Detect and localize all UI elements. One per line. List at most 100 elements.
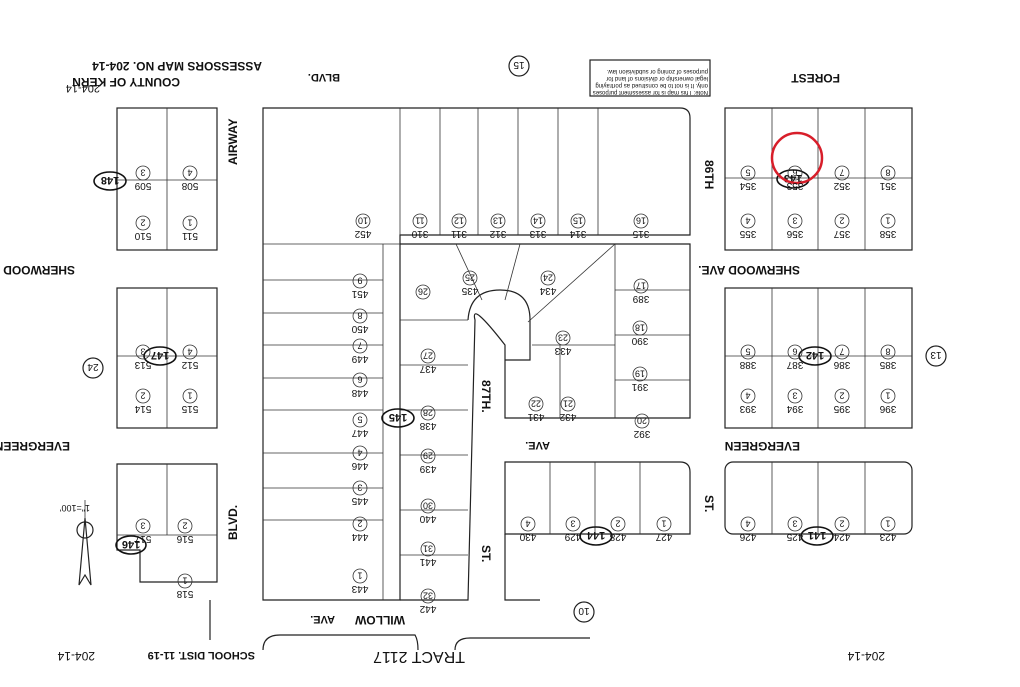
lot-number-circle [352,273,368,289]
lot-number-circle [412,213,428,229]
lot-number: 8 [885,168,890,178]
parcel-number: 355 [739,228,756,239]
block-146 [116,463,218,583]
lot-number-circle [540,270,556,286]
lot-number-circle [633,213,649,229]
map-number-bottom-right: 204-14 [847,649,885,663]
lot-number: 8 [885,347,890,357]
parcel-number: 425 [786,531,803,542]
parcel-number: 509 [134,180,151,191]
street-st-87: ST. [479,545,493,562]
block-145-west-lot-lines [263,279,383,521]
lot-number: 14 [533,216,543,226]
parcel-number: 423 [879,531,896,542]
lot-number: 3 [140,347,145,357]
map-header: ASSESSORS MAP NO. 204-14 COUNTY OF KERN [72,59,262,89]
page-ref-13-label: 13 [930,349,942,360]
lot-b145_east-26: 26 [415,284,431,300]
lot-markers: 3509450825101511351345122514151535172516… [134,165,896,614]
lot-number: 2 [839,391,844,401]
lot-number: 16 [636,216,646,226]
parcel-number: 427 [655,531,672,542]
lot-number: 4 [187,168,192,178]
lot-number: 13 [493,216,503,226]
parcel-number: 510 [134,230,151,241]
parcel-number: 426 [739,531,756,542]
scale-label: 1"=100' [60,503,90,513]
lot-number: 11 [415,216,424,226]
parcel-number: 310 [411,228,428,239]
lot-number-circle [490,213,506,229]
lot-number-circle [632,320,648,336]
lot-number-circle [352,516,368,532]
block-142 [504,461,691,535]
lot-number-circle [656,516,672,532]
parcel-number: 449 [351,353,368,364]
lot-number-circle [787,165,803,181]
street-evergreen-west: EVERGREEN AVE. [0,439,70,453]
lot-number-circle [135,215,151,231]
highlight-circle [770,131,824,185]
lot-number: 21 [563,399,573,409]
lot-number-circle [462,270,478,286]
page-ref-13 [925,345,947,367]
parcel-number: 431 [527,411,544,422]
parcel-number: 424 [833,531,850,542]
parcel-number: 441 [419,556,436,567]
parcel-number: 429 [564,531,581,542]
page-ref-24 [82,357,104,379]
lot-number: 1 [885,391,890,401]
street-87th: 87TH. [479,380,493,413]
parcel-number: 354 [739,180,756,191]
note-box: Note: This map is for assessment purpose… [589,59,711,97]
lot-number-circle [834,165,850,181]
parcel-number: 357 [833,228,850,239]
parcel-number: 428 [609,531,626,542]
street-st-86: ST. [702,495,716,512]
parcel-number: 444 [351,531,368,542]
parcel-number: 315 [632,228,649,239]
parcel-number: 513 [134,359,151,370]
lot-number: 23 [558,333,568,343]
school-district-label: SCHOOL DIST. 11-19 [148,649,255,661]
lot-number: 2 [140,391,145,401]
lot-number: 5 [745,347,750,357]
lot-number: 3 [570,519,575,529]
block-144 [724,107,913,251]
lot-number: 3 [140,521,145,531]
parcel-number: 446 [351,460,368,471]
lot-number-circle [740,165,756,181]
lot-number: 2 [839,519,844,529]
parcel-number: 396 [879,403,896,414]
parcel-number: 430 [519,531,536,542]
block-141 [724,461,913,535]
street-86th: 86TH [702,160,716,189]
lot-number: 29 [423,451,433,461]
lot-number-circle [787,388,803,404]
lot-number-circle [740,213,756,229]
lot-number-circle [787,344,803,360]
street-sherwood-west: SHERWOOD AVE. [0,263,75,277]
parcel-number: 443 [351,583,368,594]
